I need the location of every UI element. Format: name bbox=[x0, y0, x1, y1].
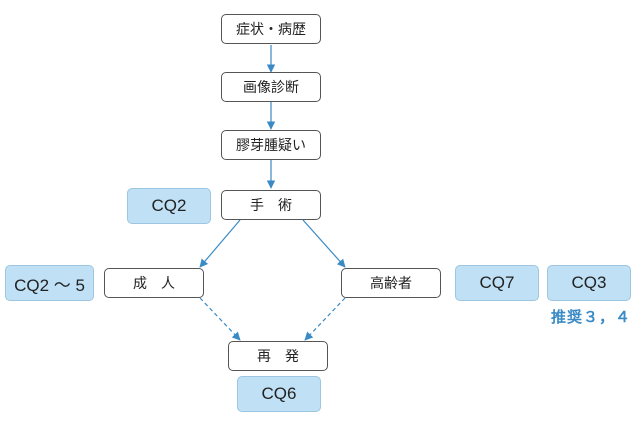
arrow-adult-to-recurrence bbox=[199, 297, 241, 341]
node-imaging: 画像診断 bbox=[221, 72, 321, 102]
cq-badge-recurrence: CQ6 bbox=[237, 376, 321, 412]
cq-badge-adult: CQ2 ～ 5 bbox=[5, 265, 94, 301]
node-suspected-glioblastoma: 膠芽腫疑い bbox=[221, 130, 321, 160]
cq-badge-surgery: CQ2 bbox=[127, 188, 211, 224]
recommendation-label: 推奨３，４ bbox=[551, 308, 632, 326]
arrow-surgery-to-elderly bbox=[302, 219, 346, 268]
node-adult: 成 人 bbox=[104, 268, 204, 298]
node-symptoms: 症状・病歴 bbox=[221, 14, 321, 44]
node-recurrence: 再 発 bbox=[228, 341, 328, 371]
cq-badge-elderly-cq3: CQ3 bbox=[547, 265, 631, 301]
node-surgery: 手 術 bbox=[221, 190, 321, 220]
node-elderly: 高齢者 bbox=[341, 268, 441, 298]
cq-badge-elderly-cq7: CQ7 bbox=[455, 265, 539, 301]
arrow-surgery-to-adult bbox=[199, 219, 241, 268]
arrow-elderly-to-recurrence bbox=[304, 297, 346, 341]
